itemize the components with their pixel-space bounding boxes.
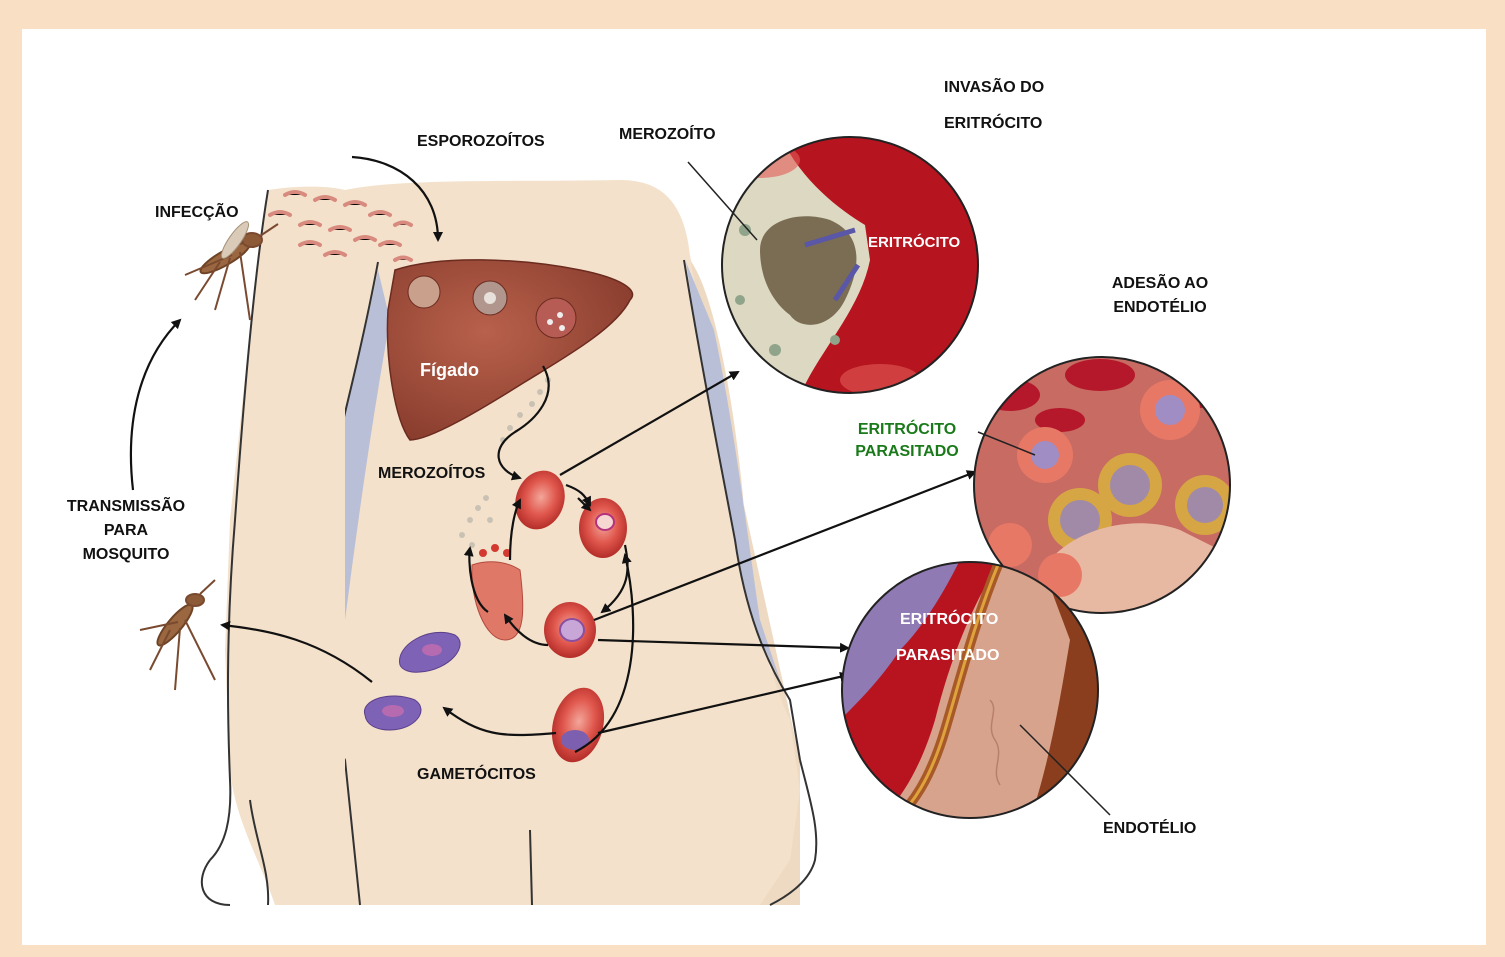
- label-invasao-1: INVASÃO DO: [944, 76, 1044, 100]
- label-esporozoitos: ESPOROZOÍTOS: [417, 130, 545, 154]
- label-adesao-2: ENDOTÉLIO: [1096, 296, 1224, 320]
- label-gametocitos: GAMETÓCITOS: [417, 763, 536, 787]
- zoom-invasion: [688, 135, 980, 396]
- mosquito-bottom-icon: [140, 580, 215, 690]
- label-transmissao-2: PARA: [52, 519, 200, 543]
- label-invasao-2: ERITRÓCITO: [944, 112, 1042, 136]
- label-parasitado-green-2: PARASITADO: [840, 440, 974, 464]
- label-figado: Fígado: [420, 358, 479, 382]
- label-parasitado-white-1: ERITRÓCITO: [900, 608, 998, 632]
- label-merozoitos: MEROZOÍTOS: [378, 462, 485, 486]
- label-merozoito: MEROZOÍTO: [619, 123, 716, 147]
- label-endotelio: ENDOTÉLIO: [1103, 817, 1196, 841]
- label-parasitado-white-2: PARASITADO: [896, 644, 999, 668]
- label-parasitado-green-1: ERITRÓCITO: [840, 418, 974, 442]
- label-eritrocito: ERITRÓCITO: [868, 231, 960, 255]
- label-infeccao: INFECÇÃO: [155, 201, 239, 225]
- label-transmissao-1: TRANSMISSÃO: [52, 495, 200, 519]
- label-adesao-1: ADESÃO AO: [1096, 272, 1224, 296]
- label-transmissao-3: MOSQUITO: [52, 543, 200, 567]
